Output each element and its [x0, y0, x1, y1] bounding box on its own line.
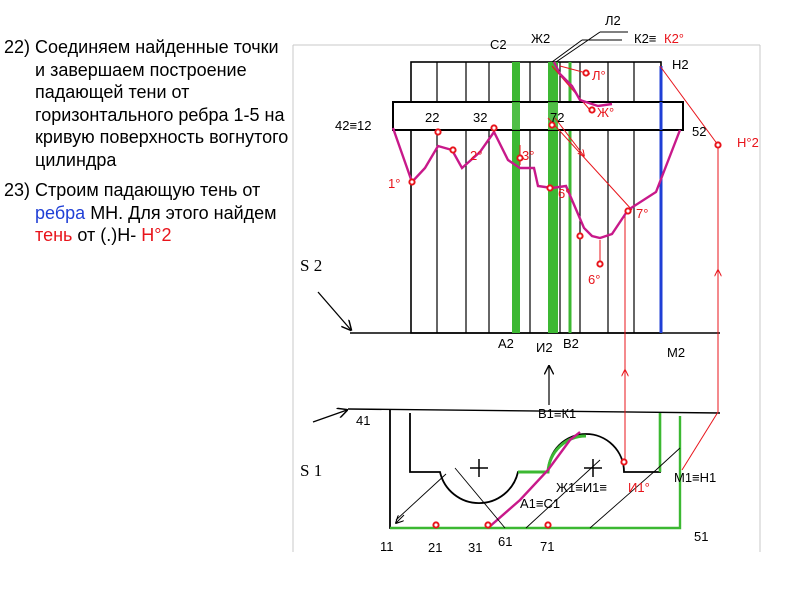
- label-b1-k1: В1≡К1: [538, 406, 576, 421]
- instruction-text: 22) Соединяем найденные точки и завершае…: [4, 36, 289, 255]
- label-i2: И2: [536, 340, 553, 355]
- label-4-top: 41: [356, 413, 370, 428]
- slab-shadow-a: [512, 102, 520, 130]
- light-arrow-s2: [317, 291, 351, 330]
- label-2-shadow: 2°: [470, 148, 482, 163]
- label-k2-shadow: К2°: [664, 31, 684, 46]
- label-1-shadow: 1°: [388, 176, 400, 191]
- label-2-front: 22: [425, 110, 439, 125]
- label-2-top: 21: [428, 540, 442, 555]
- step-text-part-point: Н°2: [141, 225, 172, 245]
- label-a2: А2: [498, 336, 514, 351]
- label-4-1-front: 42≡12: [335, 118, 372, 133]
- shadow-contour-top: [552, 61, 613, 108]
- label-zh1: Ж1≡И1≡: [556, 480, 607, 495]
- step-number: 22): [4, 37, 31, 57]
- label-3-front: 32: [473, 110, 487, 125]
- label-k2: К2≡: [634, 31, 656, 46]
- label-zh-shadow: Ж°: [597, 105, 614, 120]
- step-text-part: МН. Для этого найдем: [85, 202, 277, 223]
- label-7-front: 72: [550, 110, 564, 125]
- drawing-frame: [292, 44, 761, 552]
- label-m2: М2: [667, 345, 685, 360]
- ray-arrow-top: [396, 514, 405, 523]
- step-text-part: Строим падающую тень от: [35, 180, 261, 200]
- horizontal-slab: [392, 101, 684, 131]
- shadow-band-a: [512, 62, 520, 333]
- step-text: Соединяем найденные точки и завершаем по…: [35, 36, 289, 171]
- label-l-shadow: Л°: [592, 68, 606, 83]
- slab-shadow-i: [548, 102, 558, 130]
- shadow-points-top: [432, 458, 628, 529]
- step-text-part: Соединяем найденные точки и завершаем по…: [35, 37, 289, 170]
- label-6-shadow-lower: 6°: [588, 272, 600, 287]
- label-zh2: Ж2: [531, 31, 550, 46]
- label-s2: S 2: [300, 256, 322, 275]
- label-h-shadow: Н°2: [737, 135, 759, 150]
- shadow-points-front: [408, 69, 722, 268]
- top-view-rays: [395, 447, 681, 529]
- label-5-top: 51: [694, 529, 708, 544]
- step-text-part: от (.)Н-: [72, 225, 142, 245]
- label-3-top: 31: [468, 540, 482, 555]
- step-text: Строим падающую тень от ребра МН. Для эт…: [35, 179, 289, 247]
- top-detail: [551, 31, 628, 63]
- label-5-front: 52: [692, 124, 706, 139]
- label-i1-shadow: И1°: [628, 480, 650, 495]
- label-6-shadow-front: 6°: [558, 186, 570, 201]
- label-7-top: 71: [540, 539, 554, 554]
- step-22: 22) Соединяем найденные точки и завершае…: [4, 36, 289, 171]
- label-m1-h1: М1≡Н1: [674, 470, 716, 485]
- ground-line-s1: [347, 408, 721, 414]
- label-c2: С2: [490, 37, 507, 52]
- light-arrow-s1: [312, 410, 347, 423]
- label-b2: В2: [563, 336, 579, 351]
- step-number: 23): [4, 180, 31, 200]
- shadow-band-i: [548, 62, 558, 333]
- label-6-top: 61: [498, 534, 512, 549]
- label-3-shadow: 3°: [522, 148, 534, 163]
- label-s1: S 1: [300, 461, 322, 480]
- label-h2: Н2: [672, 57, 689, 72]
- top-shadow-arc: [518, 434, 587, 474]
- circle-centers: [470, 459, 602, 477]
- label-1-top: 11: [380, 539, 394, 554]
- label-l2: Л2: [605, 13, 621, 28]
- step-23: 23) Строим падающую тень от ребра МН. Дл…: [4, 179, 289, 247]
- label-a1-c1: А1≡С1: [520, 496, 560, 511]
- shadow-contour-front: [391, 127, 682, 240]
- step-text-part-edge: ребра: [35, 202, 86, 223]
- label-7-shadow: 7°: [636, 206, 648, 221]
- step-text-part-shadow: тень: [35, 225, 73, 245]
- shadow-contour-top-view: [487, 431, 581, 529]
